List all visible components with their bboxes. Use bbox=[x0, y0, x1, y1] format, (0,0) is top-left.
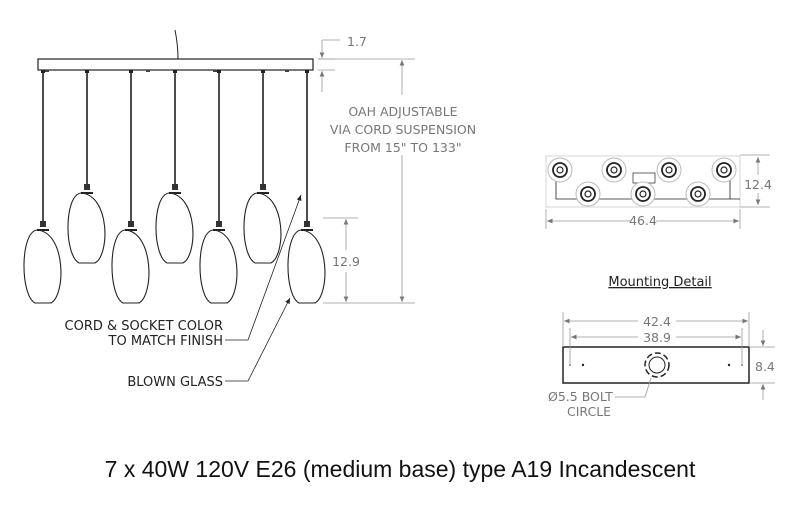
socket-mount bbox=[601, 157, 627, 183]
cord-callout: CORD & SOCKET COLOR TO MATCH FINISH bbox=[65, 194, 302, 349]
pendant bbox=[67, 70, 106, 264]
glass-callout-text: BLOWN GLASS bbox=[127, 375, 223, 390]
pendant bbox=[199, 70, 238, 304]
suspension-cable bbox=[174, 29, 179, 60]
oah-dimension: OAH ADJUSTABLE VIA CORD SUSPENSION FROM … bbox=[318, 58, 476, 304]
glass-shade bbox=[23, 229, 62, 304]
bolt-circle-label-line2: CIRCLE bbox=[567, 404, 611, 419]
pendants bbox=[23, 70, 326, 304]
glass-shade bbox=[199, 229, 238, 304]
top-view: 12.4 46.4 bbox=[545, 154, 772, 229]
oah-note-line3: FROM 15" TO 133" bbox=[344, 140, 461, 155]
socket-mount bbox=[630, 181, 656, 207]
glass-shade bbox=[111, 229, 150, 304]
socket-mount bbox=[685, 181, 711, 207]
lamp-spec-caption: 7 x 40W 120V E26 (medium base) type A19 … bbox=[105, 456, 696, 482]
pendant bbox=[243, 70, 282, 264]
socket-mount bbox=[656, 157, 682, 183]
cord-callout-line2: TO MATCH FINISH bbox=[108, 334, 223, 349]
canopy-height-label: 1.7 bbox=[347, 34, 367, 49]
socket-mount bbox=[547, 157, 573, 183]
oah-note-line1: OAH ADJUSTABLE bbox=[348, 104, 457, 119]
mount-height-label: 8.4 bbox=[755, 359, 775, 374]
pendant bbox=[111, 70, 150, 304]
pendant bbox=[23, 70, 62, 304]
glass-callout: BLOWN GLASS bbox=[127, 297, 291, 390]
top-view-depth-label: 12.4 bbox=[744, 177, 772, 192]
glass-height-dimension: 12.9 bbox=[323, 217, 360, 302]
bolt-circle-label-line1: Ø5.5 BOLT bbox=[548, 389, 613, 404]
canopy bbox=[37, 58, 314, 71]
glass-shade bbox=[67, 192, 106, 264]
glass-shade bbox=[287, 229, 326, 304]
glass-shade bbox=[243, 192, 282, 264]
cord-callout-line1: CORD & SOCKET COLOR bbox=[65, 319, 223, 334]
oah-note-line2: VIA CORD SUSPENSION bbox=[330, 122, 476, 137]
canopy-height-dimension: 1.7 bbox=[318, 34, 367, 92]
socket-mount bbox=[575, 181, 601, 207]
mounting-detail: 42.4 38.9 8.4 Ø5.5 BOLT CIRCLE bbox=[548, 312, 775, 419]
glass-height-label: 12.9 bbox=[332, 254, 360, 269]
mount-inner-width-label: 38.9 bbox=[643, 330, 671, 345]
top-view-width-label: 46.4 bbox=[629, 213, 657, 228]
mounting-detail-title: Mounting Detail bbox=[608, 275, 711, 290]
mount-outer-width-label: 42.4 bbox=[643, 314, 671, 329]
pendant bbox=[155, 70, 194, 264]
pendant bbox=[287, 70, 326, 304]
socket-mount bbox=[711, 157, 737, 183]
glass-shade bbox=[155, 192, 194, 264]
